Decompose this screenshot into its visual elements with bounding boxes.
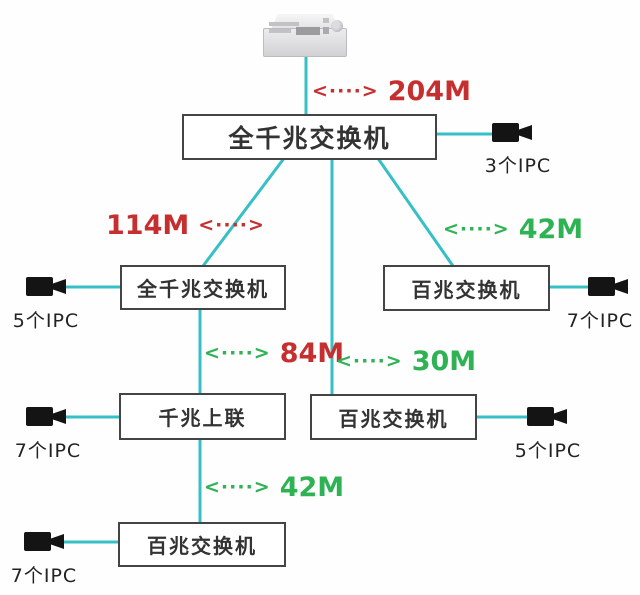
camera-count-label: 3个IPC <box>484 155 552 177</box>
camera-icon <box>588 277 630 297</box>
switch-label: 百兆交换机 <box>411 277 522 302</box>
bidirectional-arrow-icon: <····> <box>443 218 510 240</box>
link-line <box>375 156 455 267</box>
camera-icon <box>527 407 569 427</box>
camera-icon <box>26 407 68 427</box>
camera-count-label: 5个IPC <box>12 310 80 332</box>
switch-label: 百兆交换机 <box>338 406 449 431</box>
switch-box-main-gigabit: 全千兆交换机 <box>182 114 437 160</box>
bandwidth-value: 30M <box>411 346 477 377</box>
bandwidth-label-84m: <····> 84M <box>204 340 344 367</box>
camera-count-label: 5个IPC <box>514 440 582 462</box>
bandwidth-value: 204M <box>387 76 471 107</box>
bandwidth-label-42m-top: <····> 42M <box>443 216 583 243</box>
switch-label: 千兆上联 <box>158 406 247 430</box>
bidirectional-arrow-icon: <····> <box>204 476 271 498</box>
camera-count-label: 7个IPC <box>14 440 82 462</box>
bandwidth-value: 42M <box>279 472 345 503</box>
bandwidth-label-42m-bottom: <····> 42M <box>204 474 344 501</box>
bandwidth-value: 42M <box>518 214 584 245</box>
camera-icon <box>492 123 534 143</box>
camera-count-label: 7个IPC <box>10 565 78 587</box>
camera-count-label: 7个IPC <box>566 310 634 332</box>
camera-icon <box>24 532 66 552</box>
camera-icon <box>26 277 68 297</box>
switch-box-right-100m: 百兆交换机 <box>383 265 550 311</box>
bandwidth-label-204m: <····> 204M <box>312 78 471 105</box>
bandwidth-label-114m: 114M <····> <box>106 212 265 239</box>
switch-label: 全千兆交换机 <box>137 277 269 301</box>
bandwidth-value: 84M <box>279 338 345 369</box>
bandwidth-value: 114M <box>106 210 190 241</box>
bandwidth-label-30m: <····> 30M <box>336 348 476 375</box>
switch-box-mid-100m: 百兆交换机 <box>310 394 477 440</box>
nvr-server-icon <box>263 14 347 58</box>
switch-box-bottom-100m: 百兆交换机 <box>118 522 286 567</box>
switch-box-left-gigabit: 全千兆交换机 <box>120 265 286 310</box>
switch-label: 百兆交换机 <box>147 534 257 558</box>
bidirectional-arrow-icon: <····> <box>198 214 265 236</box>
switch-label: 全千兆交换机 <box>228 124 391 153</box>
bidirectional-arrow-icon: <····> <box>336 350 403 372</box>
bidirectional-arrow-icon: <····> <box>312 80 379 102</box>
link-line <box>201 156 287 267</box>
switch-box-gigabit-uplink: 千兆上联 <box>119 393 286 440</box>
bidirectional-arrow-icon: <····> <box>204 342 271 364</box>
